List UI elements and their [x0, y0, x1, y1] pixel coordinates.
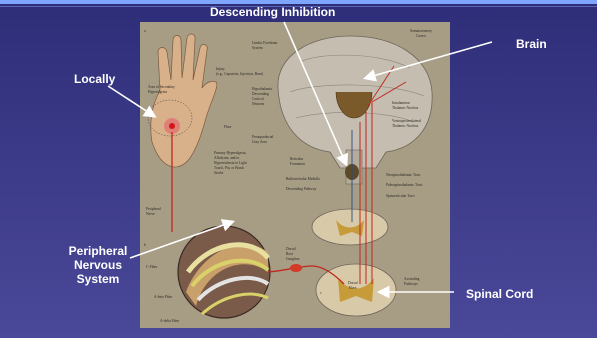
label-peripheral: Peripheral [58, 244, 138, 258]
arrow-peripheral-nervous-system [130, 222, 232, 258]
arrow-descending-inhibition [284, 22, 346, 164]
label-descending-inhibition: Descending Inhibition [210, 5, 335, 19]
label-peripheral-nervous-system: Peripheral Nervous System [58, 244, 138, 286]
label-spinal-cord: Spinal Cord [466, 287, 533, 301]
label-locally: Locally [74, 72, 115, 86]
arrow-locally [108, 86, 154, 116]
label-brain: Brain [516, 37, 547, 51]
label-nervous: Nervous [58, 258, 138, 272]
arrow-brain [366, 42, 492, 78]
label-system: System [58, 272, 138, 286]
